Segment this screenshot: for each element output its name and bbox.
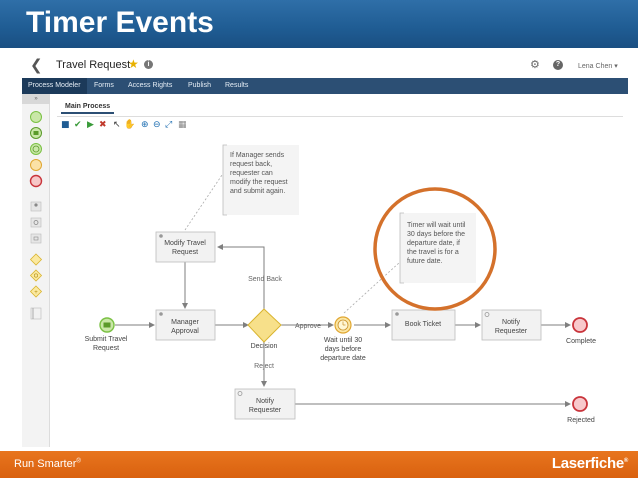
palette-shapes: + bbox=[29, 111, 43, 320]
laserfiche-logo: Laserfiche® bbox=[551, 455, 628, 472]
palette-timer-start-icon[interactable] bbox=[30, 143, 42, 155]
toolbar-divider bbox=[57, 116, 623, 117]
nav-tab-process-modeler[interactable]: Process Modeler bbox=[22, 78, 87, 94]
palette-inclusive-gateway-icon[interactable] bbox=[29, 269, 43, 282]
palette-service-task-icon[interactable] bbox=[30, 217, 42, 228]
zoom-in-icon[interactable]: ⊕ bbox=[141, 120, 149, 130]
palette-parallel-gateway-icon[interactable] bbox=[29, 285, 43, 298]
process-title: Travel Request bbox=[56, 59, 131, 71]
grid-icon[interactable]: ▦ bbox=[178, 120, 187, 130]
help-icon[interactable]: ? bbox=[553, 60, 563, 70]
fit-to-screen-icon[interactable]: ⤢ bbox=[165, 120, 173, 130]
palette-inclusive-glyph-icon bbox=[34, 273, 39, 278]
palette-end-event-icon[interactable] bbox=[29, 174, 43, 188]
title-bar: ❮ Travel Request ★ i ⚙ ? Lena Chen ▾ bbox=[22, 52, 628, 78]
palette-gear-glyph-icon bbox=[33, 220, 39, 225]
palette-start-event-icon[interactable] bbox=[30, 111, 42, 123]
palette-intermediate-event-icon[interactable] bbox=[30, 159, 42, 171]
top-nav: Process Modeler Forms Access Rights Publ… bbox=[22, 78, 628, 94]
star-icon[interactable]: ★ bbox=[128, 57, 139, 71]
palette-subprocess-glyph-icon bbox=[33, 236, 39, 241]
shape-palette: » + bbox=[22, 94, 50, 447]
palette-exclusive-gateway-icon[interactable] bbox=[29, 253, 43, 266]
run-icon[interactable]: ▶ bbox=[87, 120, 94, 130]
palette-collapse-button[interactable]: » bbox=[22, 94, 50, 104]
nav-tab-publish[interactable]: Publish bbox=[188, 82, 211, 89]
pan-hand-icon[interactable]: ✋ bbox=[124, 120, 136, 130]
pointer-icon[interactable]: ↖ bbox=[113, 120, 121, 130]
slide-header: Timer Events bbox=[0, 0, 638, 48]
slide-title: Timer Events bbox=[26, 6, 214, 39]
tab-main-process[interactable]: Main Process bbox=[61, 98, 115, 114]
palette-message-glyph-icon bbox=[33, 131, 39, 135]
info-icon[interactable]: i bbox=[144, 60, 153, 69]
palette-plus-glyph-icon: + bbox=[34, 290, 38, 296]
palette-user-head-icon bbox=[34, 203, 38, 207]
footer-tagline: Run Smarter® bbox=[14, 458, 81, 470]
user-menu[interactable]: Lena Chen ▾ bbox=[578, 63, 618, 70]
zoom-out-icon[interactable]: ⊖ bbox=[153, 120, 161, 130]
palette-timer-glyph-icon bbox=[32, 145, 40, 153]
nav-tab-forms[interactable]: Forms bbox=[94, 82, 114, 89]
check-icon[interactable]: ✔ bbox=[74, 120, 82, 130]
canvas-area: Main Process ■ ✔ ▶ ✖ ↖ ✋ ⊕ ⊖ ⤢ ▦ bbox=[51, 94, 628, 447]
delete-icon[interactable]: ✖ bbox=[99, 120, 107, 130]
save-icon[interactable]: ■ bbox=[61, 120, 70, 130]
slide-footer: Run Smarter® Laserfiche® bbox=[0, 451, 638, 478]
process-modeler-app: ❮ Travel Request ★ i ⚙ ? Lena Chen ▾ Pro… bbox=[22, 52, 628, 447]
gear-icon[interactable]: ⚙ bbox=[530, 58, 540, 71]
palette-subprocess-icon[interactable] bbox=[30, 233, 42, 244]
palette-annotation-icon[interactable] bbox=[30, 307, 42, 320]
nav-tab-access-rights[interactable]: Access Rights bbox=[128, 82, 173, 89]
nav-tab-results[interactable]: Results bbox=[225, 82, 249, 89]
chevron-left-icon[interactable]: ❮ bbox=[30, 56, 43, 74]
